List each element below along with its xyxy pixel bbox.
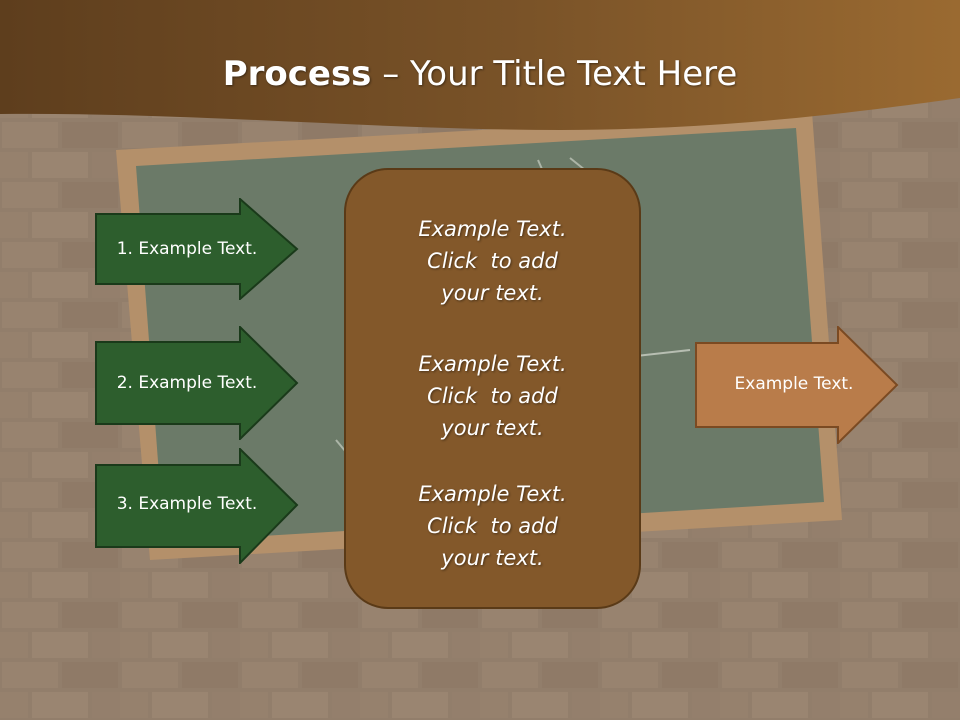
slide-title: Process – Your Title Text Here [0, 52, 960, 96]
output-arrow [695, 326, 899, 444]
step-arrow-2 [95, 326, 299, 440]
process-paragraph-2-line-2: Click to add [427, 384, 558, 408]
step-arrow-1 [95, 198, 299, 300]
process-paragraph-2: Example Text. Click to add your text. [344, 348, 641, 444]
step-label-1: 1. Example Text. [116, 239, 258, 259]
process-paragraph-1-line-3: your text. [441, 281, 544, 305]
title-rest: – Your Title Text Here [371, 54, 738, 94]
header-band [0, 0, 960, 130]
step-label-3: 3. Example Text. [116, 494, 258, 514]
process-paragraph-1: Example Text. Click to add your text. [344, 213, 641, 309]
process-paragraph-3-line-1: Example Text. [418, 482, 567, 506]
process-paragraph-3: Example Text. Click to add your text. [344, 478, 641, 574]
process-paragraph-3-line-3: your text. [441, 546, 544, 570]
process-paragraph-1-line-1: Example Text. [418, 217, 567, 241]
process-box [344, 168, 641, 609]
step-arrow-3 [95, 448, 299, 564]
output-label: Example Text. [734, 374, 854, 394]
process-paragraph-2-line-3: your text. [441, 416, 544, 440]
step-label-2: 2. Example Text. [116, 373, 258, 393]
title-bold: Process [222, 54, 372, 94]
process-paragraph-1-line-2: Click to add [427, 249, 558, 273]
process-paragraph-2-line-1: Example Text. [418, 352, 567, 376]
process-paragraph-3-line-2: Click to add [427, 514, 558, 538]
